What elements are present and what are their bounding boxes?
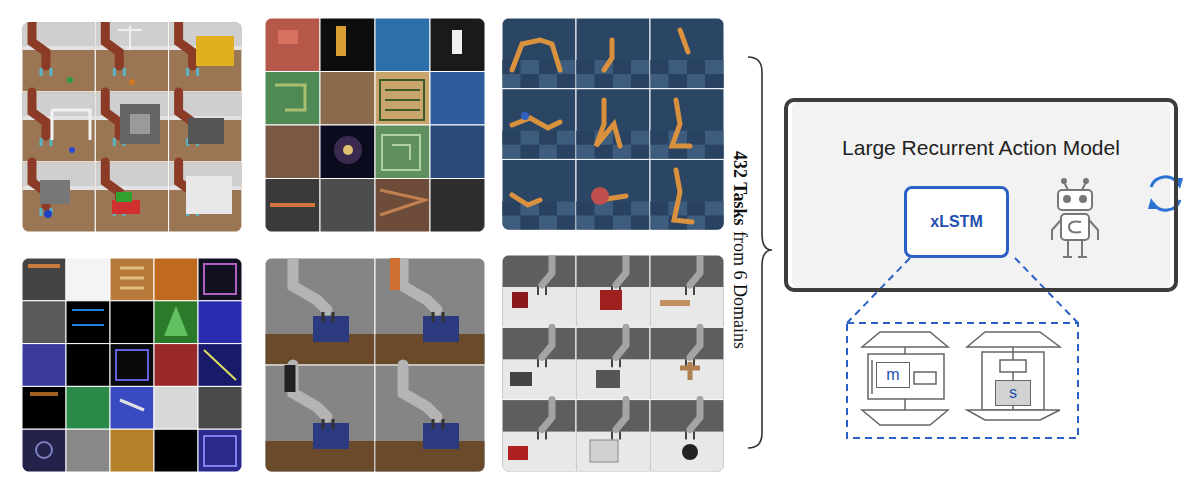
node-text: xLSTM — [930, 213, 982, 231]
domain-count-label: 432 Tasks — [730, 151, 750, 226]
node-text: s — [1009, 384, 1017, 402]
domain-count-label: from 6 Domains — [730, 231, 750, 349]
slstm-cell: s — [995, 380, 1031, 406]
node-text: m — [886, 366, 899, 384]
bracket-label: 432 Tasks from 6 Domains — [729, 151, 750, 349]
xlstm-box: xLSTM — [904, 186, 1009, 258]
model-box: Large Recurrent Action Model xLSTM — [784, 98, 1178, 292]
mlstm-cell: m — [876, 362, 910, 388]
node-text: Large Recurrent Action Model — [788, 136, 1174, 160]
